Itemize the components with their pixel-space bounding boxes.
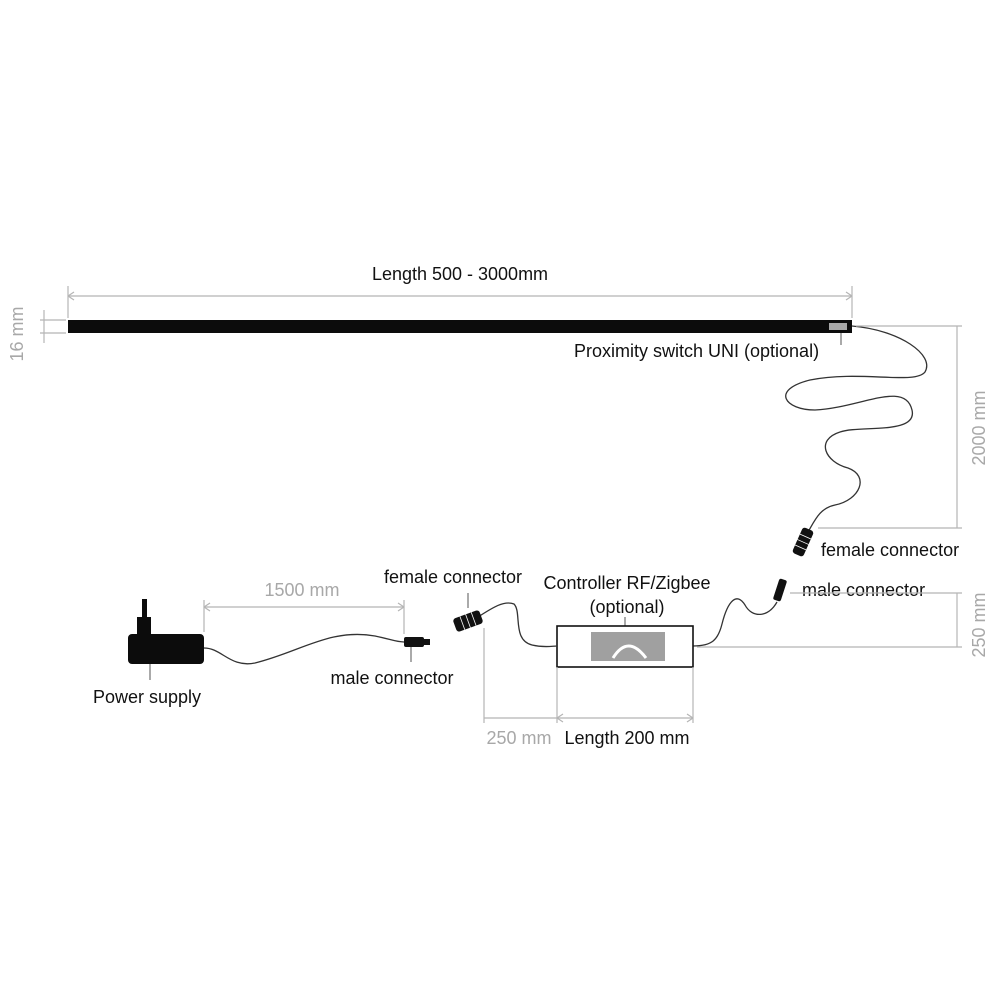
proximity-switch	[829, 323, 847, 330]
controller-arc-icon	[611, 644, 648, 659]
male-connector-left	[404, 637, 430, 647]
power-supply-label: Power supply	[93, 687, 201, 707]
male-connector-right	[773, 578, 787, 602]
led-strip	[68, 320, 852, 333]
cable-connector-controller	[477, 602, 558, 648]
strip-height-dimension	[40, 310, 66, 343]
power-supply	[128, 599, 204, 664]
cable-controller-right	[692, 598, 778, 647]
male-connector-left-label: male connector	[330, 668, 453, 688]
cable-2000-dimension	[818, 325, 962, 529]
strip-height-label: 16 mm	[7, 306, 27, 361]
controller-label: Controller RF/Zigbee	[543, 573, 710, 593]
female-connector-left	[453, 610, 483, 632]
cable-1500-dimension	[203, 600, 405, 634]
strip-length-label: Length 500 - 3000mm	[372, 264, 548, 284]
male-connector-right-label: male connector	[802, 580, 925, 600]
strip-length-dimension	[67, 286, 853, 318]
cable-250-right-label: 250 mm	[969, 592, 989, 657]
female-connector-left-label: female connector	[384, 567, 522, 587]
cable-1500-label: 1500 mm	[264, 580, 339, 600]
controller-length-dimension	[483, 628, 694, 723]
cable-2000-label: 2000 mm	[969, 390, 989, 465]
female-connector-right-label: female connector	[821, 540, 959, 560]
proximity-switch-label: Proximity switch UNI (optional)	[574, 341, 819, 361]
cable-250-right-dimension	[697, 592, 962, 648]
cable-250-bottom-label: 250 mm	[486, 728, 551, 748]
cable-2000mm	[785, 325, 928, 533]
controller-optional-label: (optional)	[589, 597, 664, 617]
controller-length-label: Length 200 mm	[564, 728, 689, 748]
cable-1500mm	[203, 633, 405, 665]
female-connector-right	[792, 527, 814, 557]
